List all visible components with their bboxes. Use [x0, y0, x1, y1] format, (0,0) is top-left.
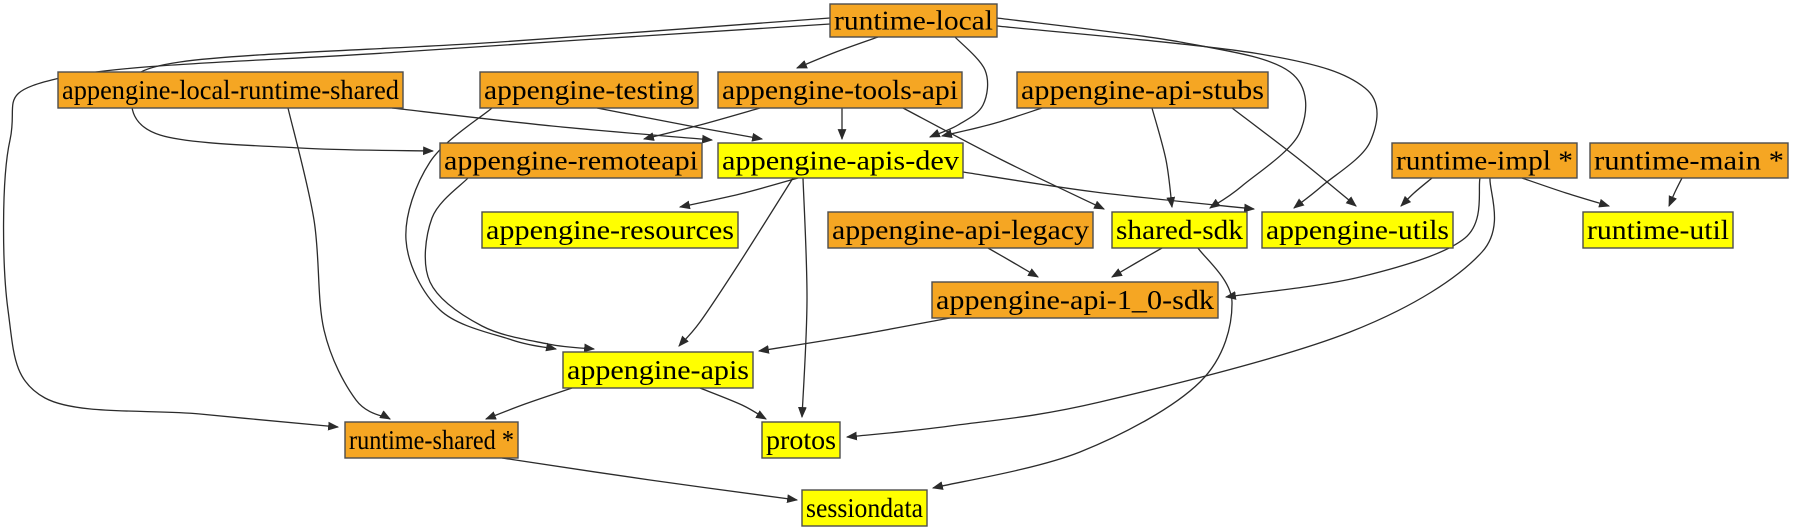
node-appengine-local-runtime-shared: appengine-local-runtime-shared [57, 71, 404, 109]
node-label-runtime-impl: runtime-impl * [1396, 146, 1573, 176]
node-box-runtime-shared [344, 421, 519, 459]
node-label-appengine-resources: appengine-resources [486, 215, 734, 245]
node-box-appengine-api-1_0-sdk [931, 281, 1219, 319]
node-label-appengine-local-runtime-shared: appengine-local-runtime-shared [62, 75, 399, 105]
node-box-runtime-impl [1391, 142, 1578, 179]
node-label-appengine-utils: appengine-utils [1266, 215, 1449, 245]
edge-appengine-testing-to-appengine-apis [405, 107, 558, 352]
node-appengine-api-1_0-sdk: appengine-api-1_0-sdk [931, 281, 1219, 319]
node-label-shared-sdk: shared-sdk [1116, 215, 1244, 245]
edge-runtime-local-to-runtime-shared [2, 23, 831, 431]
node-label-appengine-api-stubs: appengine-api-stubs [1021, 75, 1264, 105]
node-runtime-shared: runtime-shared * [344, 421, 519, 459]
edge-runtime-shared-to-sessiondata [501, 457, 799, 504]
node-appengine-remoteapi: appengine-remoteapi [439, 142, 703, 179]
edge-appengine-apis-to-protos [699, 387, 767, 420]
edge-appengine-api-stubs-to-appengine-apis-dev [940, 107, 1043, 138]
node-appengine-testing: appengine-testing [479, 71, 699, 109]
edge-appengine-apis-dev-to-appengine-resources [678, 177, 799, 210]
node-label-appengine-apis-dev: appengine-apis-dev [722, 146, 960, 176]
node-box-appengine-remoteapi [439, 142, 703, 179]
node-label-runtime-main: runtime-main * [1594, 146, 1784, 176]
node-label-appengine-testing: appengine-testing [484, 75, 694, 105]
node-runtime-util: runtime-util [1582, 211, 1734, 249]
edge-appengine-api-stubs-to-shared-sdk [1151, 107, 1176, 209]
node-box-appengine-api-stubs [1016, 71, 1269, 109]
edge-appengine-apis-to-runtime-shared [484, 387, 573, 420]
node-box-runtime-local [829, 3, 998, 38]
edge-appengine-api-1_0-sdk-to-appengine-apis [757, 317, 951, 354]
node-runtime-main: runtime-main * [1589, 142, 1789, 179]
node-label-appengine-api-legacy: appengine-api-legacy [832, 215, 1090, 245]
node-label-runtime-util: runtime-util [1587, 215, 1729, 245]
node-label-protos: protos [766, 425, 836, 455]
edge-appengine-api-legacy-to-appengine-api-1_0-sdk [987, 247, 1039, 278]
edge-appengine-apis-dev-to-appengine-apis [678, 177, 794, 347]
node-box-sessiondata [801, 489, 928, 527]
node-runtime-impl: runtime-impl * [1391, 142, 1578, 179]
node-box-appengine-api-legacy [827, 211, 1094, 249]
edge-runtime-local-to-appengine-tools-api [795, 36, 879, 69]
node-appengine-tools-api: appengine-tools-api [717, 71, 963, 109]
edge-shared-sdk-to-sessiondata [931, 247, 1233, 490]
edge-runtime-impl-to-appengine-api-1_0-sdk [1224, 177, 1481, 300]
node-box-appengine-testing [479, 71, 699, 109]
edge-runtime-impl-to-runtime-util [1521, 177, 1611, 208]
node-shared-sdk: shared-sdk [1111, 211, 1248, 249]
node-appengine-resources: appengine-resources [481, 211, 739, 249]
edge-appengine-tools-api-to-shared-sdk [902, 107, 1105, 210]
edge-appengine-local-runtime-shared-to-runtime-shared [287, 107, 391, 420]
edge-runtime-impl-to-appengine-utils [1400, 177, 1433, 207]
edge-appengine-tools-api-to-appengine-remoteapi [642, 107, 761, 141]
edge-runtime-main-to-runtime-util [1668, 177, 1683, 208]
node-appengine-api-stubs: appengine-api-stubs [1016, 71, 1269, 109]
edge-appengine-apis-dev-to-appengine-utils [962, 171, 1256, 213]
node-label-runtime-local: runtime-local [834, 6, 993, 36]
node-appengine-apis: appengine-apis [562, 351, 754, 389]
node-label-appengine-remoteapi: appengine-remoteapi [444, 146, 698, 176]
node-box-appengine-utils [1261, 211, 1454, 249]
node-box-appengine-resources [481, 211, 739, 249]
node-runtime-local: runtime-local [829, 3, 998, 38]
node-label-appengine-api-1_0-sdk: appengine-api-1_0-sdk [936, 285, 1215, 315]
node-box-appengine-local-runtime-shared [57, 71, 404, 109]
node-appengine-apis-dev: appengine-apis-dev [717, 142, 964, 179]
node-appengine-api-legacy: appengine-api-legacy [827, 211, 1094, 249]
edge-appengine-api-stubs-to-appengine-utils [1231, 107, 1357, 207]
edge-runtime-impl-to-protos [845, 177, 1496, 441]
node-appengine-utils: appengine-utils [1261, 211, 1454, 249]
edge-appengine-remoteapi-to-appengine-apis [424, 177, 596, 353]
node-protos: protos [761, 421, 841, 459]
edge-appengine-local-runtime-shared-to-appengine-apis-dev [391, 107, 714, 144]
node-label-runtime-shared: runtime-shared * [349, 425, 514, 455]
node-sessiondata: sessiondata [801, 489, 928, 527]
node-box-appengine-tools-api [717, 71, 963, 109]
edge-runtime-local-to-shared-sdk [996, 17, 1307, 209]
node-box-appengine-apis [562, 351, 754, 389]
node-box-shared-sdk [1111, 211, 1248, 249]
edge-runtime-local-to-appengine-utils [996, 25, 1378, 209]
node-label-appengine-apis: appengine-apis [567, 355, 749, 385]
edge-shared-sdk-to-appengine-api-1_0-sdk [1111, 247, 1163, 278]
node-label-sessiondata: sessiondata [806, 493, 923, 523]
node-label-appengine-tools-api: appengine-tools-api [722, 75, 958, 105]
edge-appengine-apis-dev-to-protos [798, 177, 808, 419]
node-box-protos [761, 421, 841, 459]
node-box-runtime-main [1589, 142, 1789, 179]
node-box-runtime-util [1582, 211, 1734, 249]
node-box-appengine-apis-dev [717, 142, 964, 179]
edge-appengine-testing-to-appengine-apis-dev [596, 107, 764, 142]
